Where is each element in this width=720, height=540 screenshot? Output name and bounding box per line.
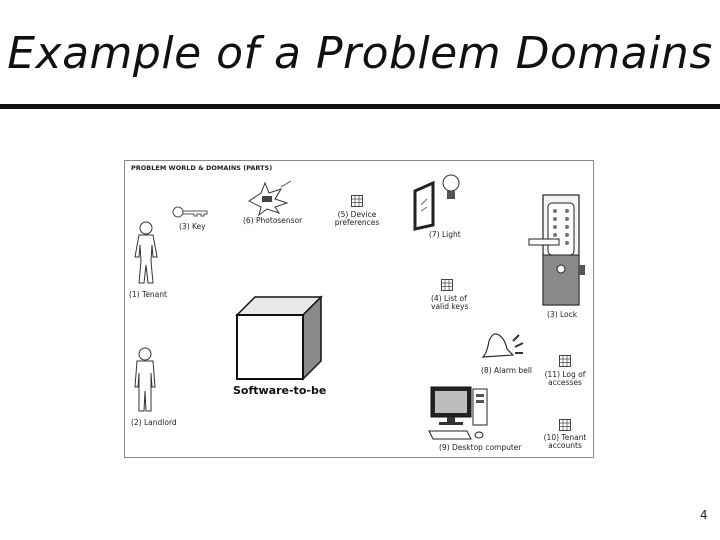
device-preferences-label-1: (5) Device <box>337 210 377 219</box>
diagram-heading: PROBLEM WORLD & DOMAINS (PARTS) <box>131 164 273 172</box>
software-cube-icon <box>235 295 323 381</box>
tenant-person-icon <box>134 221 158 284</box>
landlord-label: (2) Landlord <box>131 418 177 427</box>
key-icon <box>172 206 208 218</box>
light-icon <box>413 174 460 231</box>
device-preferences-label-2: preferences <box>334 218 380 227</box>
key-label: (3) Key <box>179 222 206 231</box>
tenant-accounts-label-1: (10) Tenant <box>543 433 587 442</box>
light-label: (7) Light <box>429 230 461 239</box>
lock-icon <box>528 194 585 306</box>
problem-domains-diagram: PROBLEM WORLD & DOMAINS (PARTS) (1) Tena… <box>124 160 594 458</box>
alarm-bell-icon <box>481 333 524 358</box>
desktop-computer-label: (9) Desktop computer <box>439 443 522 452</box>
valid-keys-data-icon <box>441 279 453 291</box>
photosensor-icon <box>248 180 292 217</box>
slide-title: Example of a Problem Domains <box>7 28 713 79</box>
lock-label: (3) Lock <box>547 310 578 319</box>
device-preferences-data-icon <box>351 195 363 207</box>
valid-keys-label-1: (4) List of <box>431 294 467 303</box>
tenant-accounts-label-2: accounts <box>548 441 582 450</box>
software-to-be-label: Software-to-be <box>233 384 327 397</box>
log-accesses-label-1: (11) Log of <box>544 370 586 379</box>
log-accesses-label-2: accesses <box>548 378 582 387</box>
tenant-accounts-data-icon <box>559 419 571 431</box>
photosensor-label: (6) Photosensor <box>243 216 303 225</box>
tenant-label: (1) Tenant <box>129 290 167 299</box>
page-number: 4 <box>700 508 708 522</box>
alarm-bell-label: (8) Alarm bell <box>481 366 533 375</box>
log-accesses-data-icon <box>559 355 571 367</box>
valid-keys-label-2: valid keys <box>431 302 469 311</box>
landlord-person-icon <box>134 347 156 412</box>
title-divider <box>0 104 720 109</box>
desktop-computer-icon <box>428 386 488 440</box>
